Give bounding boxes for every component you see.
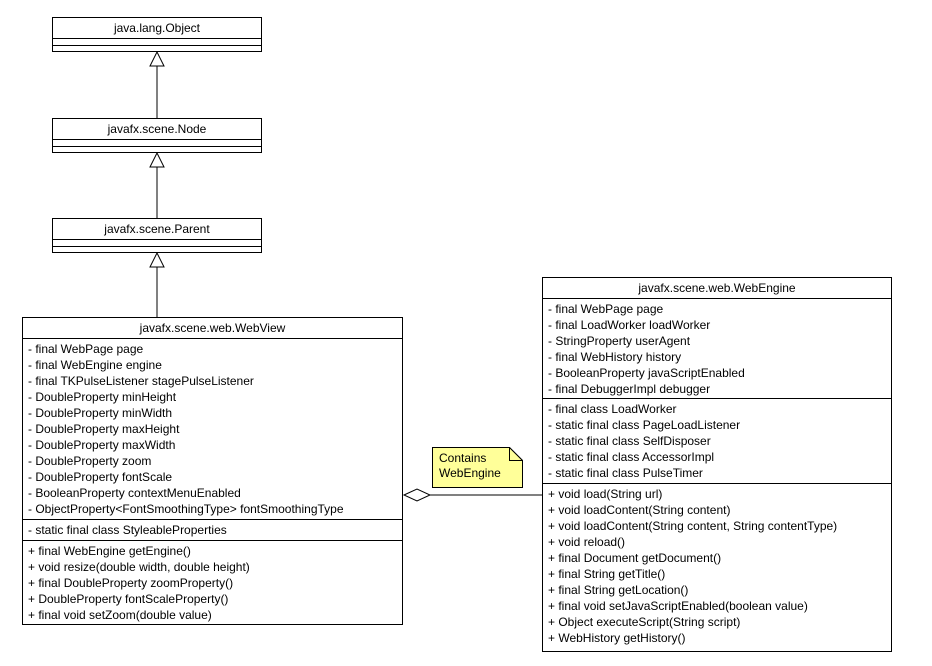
member-line: - DoubleProperty zoom xyxy=(28,454,152,468)
note-line: Contains xyxy=(439,451,487,465)
member-line: - DoubleProperty maxWidth xyxy=(28,438,176,452)
member-line: - final WebEngine engine xyxy=(28,358,162,372)
member-line: + final String getLocation() xyxy=(548,583,689,597)
member-line: + final String getTitle() xyxy=(548,567,666,581)
member-line: + void loadContent(String content, Strin… xyxy=(548,519,838,533)
note-line: WebEngine xyxy=(439,466,501,480)
member-line: - ObjectProperty<FontSmoothingType> font… xyxy=(28,502,344,516)
class-title: javafx.scene.Parent xyxy=(53,219,261,240)
generalization-arrow-icon xyxy=(149,251,165,317)
member-line: - static final class AccessorImpl xyxy=(548,450,715,464)
methods-compartment xyxy=(53,46,261,53)
member-line: + void load(String url) xyxy=(548,487,663,501)
member-line: + final void setZoom(double value) xyxy=(28,608,212,622)
member-line: - static final class SelfDisposer xyxy=(548,434,711,448)
attributes-compartment xyxy=(53,39,261,46)
methods-compartment: + final WebEngine getEngine() + void resi… xyxy=(23,541,402,625)
member-line: - DoubleProperty fontScale xyxy=(28,470,173,484)
member-line: - final class LoadWorker xyxy=(548,402,677,416)
attributes-compartment: - final WebPage page - final WebEngine en… xyxy=(23,339,402,520)
class-box-node: javafx.scene.Node xyxy=(52,118,262,153)
attributes-compartment xyxy=(53,240,261,247)
member-line: - final TKPulseListener stagePulseListen… xyxy=(28,374,254,388)
member-line: + final Document getDocument() xyxy=(548,551,722,565)
class-title: javafx.scene.web.WebEngine xyxy=(543,278,891,299)
member-line: - static final class PulseTimer xyxy=(548,466,703,480)
uml-note: Contains WebEngine xyxy=(432,447,523,488)
member-line: - final WebHistory history xyxy=(548,350,682,364)
generalization-arrow-icon xyxy=(149,50,165,118)
member-line: - final LoadWorker loadWorker xyxy=(548,318,711,332)
member-line: + final void setJavaScriptEnabled(boolea… xyxy=(548,599,808,613)
attributes-compartment: - final WebPage page - final LoadWorker l… xyxy=(543,299,891,399)
methods-compartment: + void load(String url) + void loadConten… xyxy=(543,484,891,653)
member-line: - final WebPage page xyxy=(548,302,664,316)
member-line: - final WebPage page xyxy=(28,342,144,356)
nested-classes-compartment: - static final class StyleableProperties xyxy=(23,520,402,541)
generalization-arrow-icon xyxy=(149,151,165,218)
class-title: java.lang.Object xyxy=(53,18,261,39)
member-line: + final DoubleProperty zoomProperty() xyxy=(28,576,234,590)
member-line: - static final class PageLoadListener xyxy=(548,418,741,432)
class-title: javafx.scene.Node xyxy=(53,119,261,140)
member-line: + void reload() xyxy=(548,535,626,549)
class-box-webengine: javafx.scene.web.WebEngine - final WebPa… xyxy=(542,277,892,652)
member-line: + WebHistory getHistory() xyxy=(548,631,686,645)
member-line: - DoubleProperty minWidth xyxy=(28,406,173,420)
methods-compartment xyxy=(53,147,261,154)
member-line: - static final class StyleableProperties xyxy=(28,523,227,537)
member-line: - BooleanProperty javaScriptEnabled xyxy=(548,366,745,380)
member-line: + void resize(double width, double heigh… xyxy=(28,560,250,574)
member-line: + void loadContent(String content) xyxy=(548,503,731,517)
note-text: Contains WebEngine xyxy=(439,451,501,481)
member-line: - DoubleProperty minHeight xyxy=(28,390,177,404)
member-line: + Object executeScript(String script) xyxy=(548,615,741,629)
member-line: - DoubleProperty maxHeight xyxy=(28,422,180,436)
methods-compartment xyxy=(53,247,261,254)
class-box-webview: javafx.scene.web.WebView - final WebPage… xyxy=(22,317,403,625)
attributes-compartment xyxy=(53,140,261,147)
class-box-object: java.lang.Object xyxy=(52,17,262,52)
member-line: - BooleanProperty contextMenuEnabled xyxy=(28,486,241,500)
aggregation-diamond-icon xyxy=(402,488,542,502)
member-line: + final WebEngine getEngine() xyxy=(28,544,191,558)
class-title: javafx.scene.web.WebView xyxy=(23,318,402,339)
nested-classes-compartment: - final class LoadWorker - static final c… xyxy=(543,399,891,484)
member-line: - final DebuggerImpl debugger xyxy=(548,382,711,396)
class-box-parent: javafx.scene.Parent xyxy=(52,218,262,253)
note-shape-icon xyxy=(432,447,523,488)
member-line: + DoubleProperty fontScaleProperty() xyxy=(28,592,229,606)
member-line: - StringProperty userAgent xyxy=(548,334,691,348)
